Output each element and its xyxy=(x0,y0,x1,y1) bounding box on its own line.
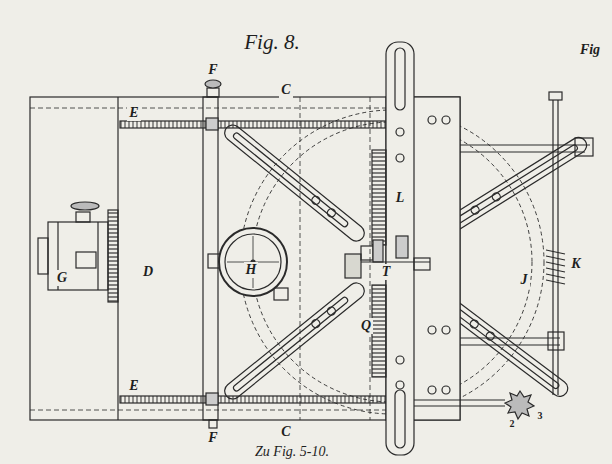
figure-title: Fig. 8. xyxy=(242,31,301,54)
part-letter: L xyxy=(394,190,407,206)
part-letter: E xyxy=(127,378,140,394)
part-letter: D xyxy=(141,264,155,280)
part-letter: C xyxy=(279,82,292,98)
callout-number: 2 xyxy=(508,418,517,430)
part-letter: J xyxy=(519,272,530,288)
part-letter: F xyxy=(206,430,219,446)
part-letter: K xyxy=(569,256,582,272)
callout-number: 3 xyxy=(536,410,545,422)
figure-title-fragment: Fig xyxy=(578,42,602,58)
part-letter: H xyxy=(244,262,259,278)
part-letter: Q xyxy=(359,318,373,334)
part-letter: C xyxy=(279,424,292,440)
part-letter: T xyxy=(380,264,393,280)
part-letter: E xyxy=(127,105,140,121)
part-letter: G xyxy=(55,270,69,286)
part-letter: F xyxy=(206,62,219,78)
figure-caption: Zu Fig. 5-10. xyxy=(253,444,331,460)
